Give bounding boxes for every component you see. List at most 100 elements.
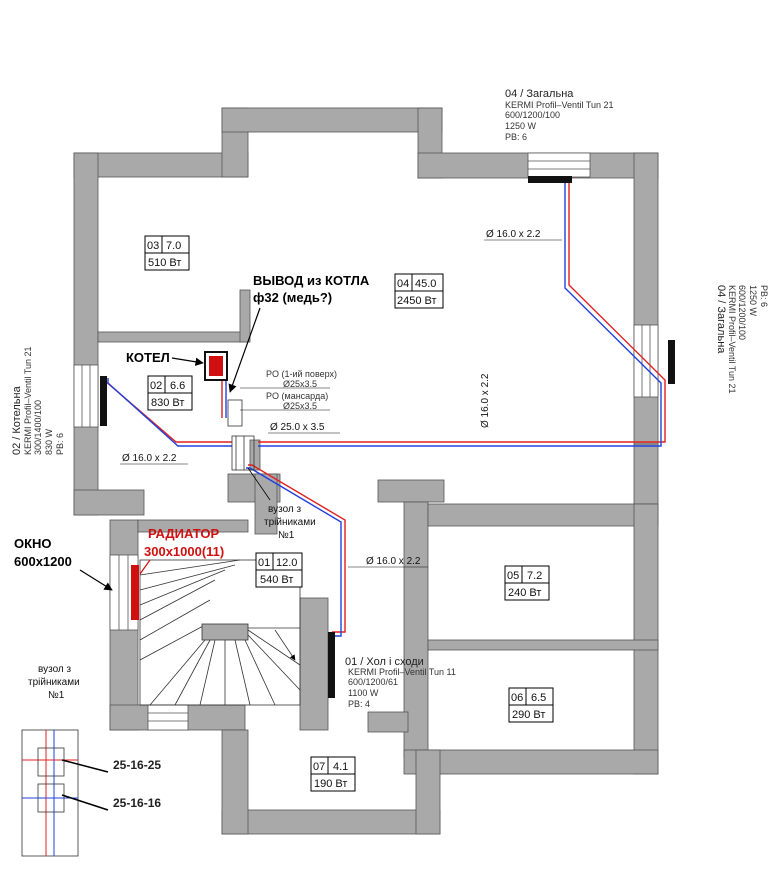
- room-04-power: 2450 Вт: [397, 295, 437, 307]
- node-label-2: трійниками: [264, 517, 316, 528]
- room-tag-01: 01 12.0 540 Вт: [255, 552, 303, 588]
- node-label-1: вузол з: [268, 504, 302, 515]
- wall-room03-bottom: [97, 331, 249, 343]
- window-label-1: ОКНО: [14, 536, 52, 551]
- window-label-2: 600x1200: [14, 554, 72, 569]
- room-03-power: 510 Вт: [148, 257, 181, 269]
- boiler-label: КОТЕЛ: [126, 350, 170, 365]
- wall-entry: [367, 711, 409, 733]
- wall-stair-top: [137, 519, 249, 533]
- room-01-power: 540 Вт: [260, 574, 293, 586]
- room-02-num: 02: [150, 380, 162, 392]
- room-01-num: 01: [258, 557, 270, 569]
- room-tag-02: 02 6.6 830 Вт: [147, 375, 193, 411]
- spec-right: 04 / Загальна KERMI Profil–Ventil Tun 21…: [715, 285, 769, 394]
- room-tag-05: 05 7.2 240 Вт: [504, 565, 550, 601]
- svg-text:KERMI Profil–Ventil Tun 21: KERMI Profil–Ventil Tun 21: [505, 100, 614, 110]
- svg-text:600/1200/100: 600/1200/100: [737, 285, 747, 340]
- legend: вузол з трійниками №1 25-16-25 25-16-16: [21, 664, 161, 857]
- boiler: [204, 351, 228, 381]
- room-06-area: 6.5: [531, 692, 546, 704]
- room-07-num: 07: [313, 761, 325, 773]
- room-06-num: 06: [511, 692, 523, 704]
- svg-text:KERMI Profil–Ventil Tun 11: KERMI Profil–Ventil Tun 11: [348, 667, 456, 677]
- spec-top: 04 / Загальна KERMI Profil–Ventil Tun 21…: [505, 88, 614, 142]
- boiler-out-line1: ВЫВОД из КОТЛА: [253, 273, 370, 288]
- wall-room05-top: [377, 479, 445, 503]
- room-04-num: 04: [397, 278, 409, 290]
- wall-top-left: [73, 152, 249, 178]
- wall-right-step: [633, 443, 659, 505]
- wall-left-mid: [73, 489, 145, 516]
- po2-size: Ø25x3.5: [283, 401, 317, 411]
- svg-text:300/1400/100: 300/1400/100: [33, 400, 43, 455]
- po1-label: PO (1-ий поверх): [266, 369, 337, 379]
- room-tag-07: 07 4.1 190 Вт: [310, 756, 356, 792]
- node-label-3: №1: [278, 530, 295, 541]
- po1-size: Ø25x3.5: [283, 379, 317, 389]
- svg-text:600/1200/61: 600/1200/61: [348, 677, 398, 687]
- svg-text:830 W: 830 W: [44, 428, 54, 455]
- room-tag-06: 06 6.5 290 Вт: [508, 687, 554, 723]
- wall-bottom-right: [403, 749, 659, 775]
- wall-left-upper: [73, 152, 99, 516]
- pipe-label-main: Ø 25.0 x 3.5: [270, 422, 325, 433]
- pipe-label-vertical: Ø 16.0 x 2.2: [480, 373, 491, 428]
- wall-room05-cap: [427, 503, 659, 527]
- spec-hall: 01 / Хол і сходи KERMI Profil–Ventil Tun…: [345, 656, 456, 709]
- svg-text:PB: 6: PB: 6: [55, 433, 65, 455]
- room-05-area: 7.2: [527, 570, 542, 582]
- radiator-right: [668, 340, 675, 384]
- svg-text:01 / Хол і сходи: 01 / Хол і сходи: [345, 656, 424, 668]
- radiator-label-2: 300x1000(11): [144, 544, 224, 559]
- spec-left: 02 / Котельна KERMI Profil–Ventil Tun 21…: [11, 346, 65, 455]
- wall-top-center: [221, 107, 443, 133]
- wall-room07-left: [221, 729, 249, 835]
- room-05-power: 240 Вт: [508, 587, 541, 599]
- wall-bottom-room07: [221, 809, 441, 835]
- staircase: [139, 559, 301, 706]
- room-06-power: 290 Вт: [512, 709, 545, 721]
- legend-title-2: трійниками: [28, 677, 80, 688]
- svg-text:600/1200/100: 600/1200/100: [505, 110, 560, 120]
- radiator-new: [131, 565, 139, 620]
- svg-text:1100 W: 1100 W: [348, 688, 379, 698]
- room-02-power: 830 Вт: [151, 397, 184, 409]
- room-tag-04: 04 45.0 2450 Вт: [394, 273, 444, 309]
- svg-text:1250 W: 1250 W: [505, 121, 537, 131]
- wall-room03-right: [239, 289, 251, 343]
- svg-text:PB: 4: PB: 4: [348, 699, 370, 709]
- room-07-area: 4.1: [333, 761, 348, 773]
- wall-room07-right: [415, 749, 441, 835]
- svg-text:1250 W: 1250 W: [748, 285, 758, 317]
- wall-stair-right: [299, 597, 329, 731]
- svg-text:KERMI Profil–Ventil Tun 21: KERMI Profil–Ventil Tun 21: [727, 285, 737, 394]
- pipe-label-top: Ø 16.0 x 2.2: [486, 229, 541, 240]
- radiator-top: [528, 176, 572, 183]
- po2-label: PO (мансарда): [266, 391, 328, 401]
- legend-tee-2: 25-16-16: [113, 796, 161, 810]
- room-tag-03: 03 7.0 510 Вт: [144, 235, 190, 271]
- room-03-area: 7.0: [166, 240, 181, 252]
- legend-title-1: вузол з: [38, 664, 72, 675]
- room-01-area: 12.0: [276, 557, 297, 569]
- svg-text:04 / Загальна: 04 / Загальна: [505, 88, 574, 100]
- boiler-out-line2: ф32 (медь?): [253, 290, 332, 305]
- radiator-left: [100, 376, 107, 426]
- pipe-label-left: Ø 16.0 x 2.2: [122, 453, 177, 464]
- room-02-area: 6.6: [170, 380, 185, 392]
- legend-title-3: №1: [48, 690, 65, 701]
- pipe-label-hall: Ø 16.0 x 2.2: [366, 556, 421, 567]
- radiator-label-1: РАДИАТОР: [148, 526, 219, 541]
- wall-room05-06: [427, 639, 659, 651]
- svg-text:PB: 6: PB: 6: [505, 132, 527, 142]
- wall-right-lower: [633, 503, 659, 775]
- wall-right-upper: [633, 152, 659, 446]
- svg-text:04 / Загальна: 04 / Загальна: [715, 285, 727, 354]
- svg-text:KERMI Profil–Ventil Tun 21: KERMI Profil–Ventil Tun 21: [23, 346, 33, 455]
- room-03-num: 03: [147, 240, 159, 252]
- room-04-area: 45.0: [415, 278, 436, 290]
- legend-tee-1: 25-16-25: [113, 758, 161, 772]
- svg-text:PB: 6: PB: 6: [759, 285, 769, 307]
